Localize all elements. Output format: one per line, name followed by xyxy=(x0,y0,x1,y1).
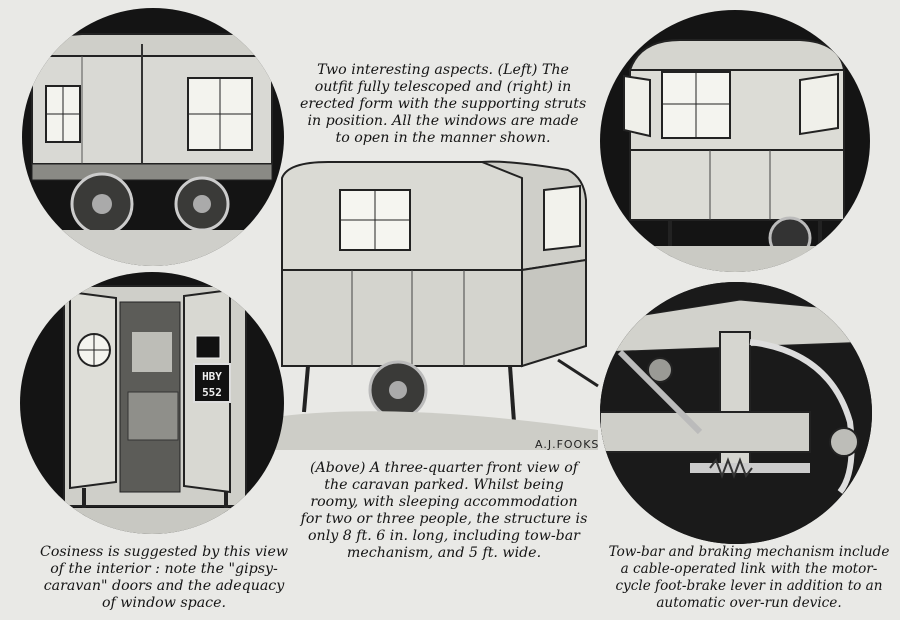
caption-line: in position. All the windows are made xyxy=(307,113,579,129)
caption-line: cycle foot-brake lever in addition to an xyxy=(615,578,883,594)
tow-bar-mechanism-illustration xyxy=(600,282,872,544)
caption-line: automatic over-run device. xyxy=(656,595,842,611)
caption-line: a cable-operated link with the motor- xyxy=(620,561,878,577)
interior-view-illustration: HBY 552 xyxy=(20,272,284,534)
caption-line: erected form with the supporting struts xyxy=(300,96,587,112)
artist-signature: A.J.FOOKS xyxy=(535,438,600,451)
caption-line: only 8 ft. 6 in. long, including tow-bar xyxy=(308,528,580,544)
caption-line: Tow-bar and braking mechanism include xyxy=(608,544,890,560)
caption-line: outfit fully telescoped and (right) in xyxy=(314,79,572,95)
caption-line: mechanism, and 5 ft. wide. xyxy=(346,545,542,561)
caption-line: Two interesting aspects. (Left) The xyxy=(317,62,569,78)
three-quarter-caravan-illustration xyxy=(268,150,608,450)
caption-top-center: Two interesting aspects. (Left) The outf… xyxy=(300,62,586,147)
caption-line: Cosiness is suggested by this view xyxy=(40,544,288,560)
caption-line: to open in the manner shown. xyxy=(335,130,551,146)
caption-line: caravan" doors and the adequacy xyxy=(43,578,285,594)
caption-line: for two or three people, the structure i… xyxy=(300,511,588,527)
caption-bottom-left: Cosiness is suggested by this view of th… xyxy=(34,544,294,612)
caption-line: of window space. xyxy=(101,595,227,611)
caption-line: the caravan parked. Whilst being xyxy=(324,477,564,493)
caption-line: (Above) A three-quarter front view of xyxy=(310,460,578,476)
erected-caravan-illustration xyxy=(600,10,870,272)
caption-line: of the interior : note the "gipsy- xyxy=(50,561,278,577)
caption-bottom-right: Tow-bar and braking mechanism include a … xyxy=(602,544,896,612)
plate-line2: 552 xyxy=(202,386,222,399)
plate-line1: HBY xyxy=(202,370,222,383)
caption-middle-center: (Above) A three-quarter front view of th… xyxy=(294,460,594,562)
caption-line: roomy, with sleeping accommodation xyxy=(310,494,578,510)
telescoped-caravan-illustration xyxy=(22,8,284,266)
